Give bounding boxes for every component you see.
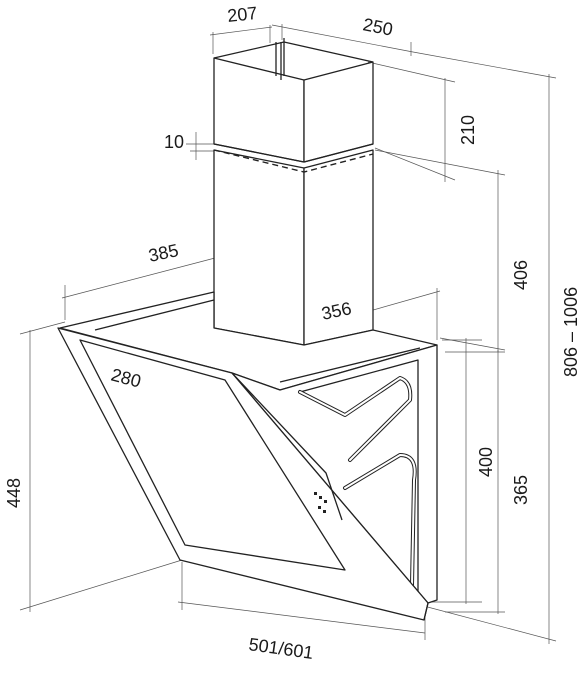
glass-inner-frame — [79, 339, 346, 571]
hood-body — [57, 291, 438, 621]
dim-side-height: 365 — [511, 475, 531, 505]
dim-overlap: 10 — [164, 132, 184, 152]
side-body — [231, 344, 438, 604]
dim-front-height: 448 — [4, 478, 24, 508]
dim-depth-top: 385 — [147, 240, 181, 266]
control-buttons — [314, 492, 327, 513]
chimney — [213, 38, 374, 346]
dim-chimney-depth: 250 — [361, 14, 394, 39]
dim-total-height: 806 – 1006 — [561, 287, 577, 377]
dim-lower-height: 406 — [511, 260, 531, 290]
dim-chimney-width: 207 — [226, 3, 258, 26]
overlap-dashed-line — [213, 149, 374, 173]
dim-body-height: 400 — [476, 447, 496, 477]
dim-upper-height: 210 — [458, 115, 478, 145]
chimney-lower-left-face — [213, 149, 305, 346]
dim-width: 501/601 — [247, 634, 314, 663]
